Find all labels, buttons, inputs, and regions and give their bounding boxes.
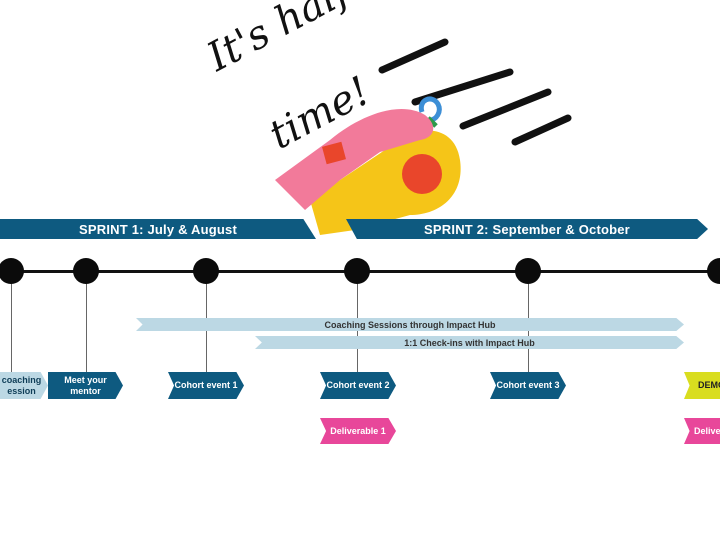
meet-mentor-line2: mentor: [70, 385, 101, 396]
timeline-dot-1: [0, 258, 24, 284]
coaching-session-line1: coaching: [1, 374, 42, 385]
cohort-event-1-label: Cohort event 1: [174, 380, 238, 390]
timeline-dot-5: [515, 258, 541, 284]
cohort-event-3-chevron: Cohort event 3: [490, 372, 566, 399]
coaching-sessions-label: Coaching Sessions through Impact Hub: [324, 319, 496, 330]
whistle-ring: [418, 96, 442, 123]
deliverable-2-label: Delive: [694, 425, 720, 436]
checkins-bar: 1:1 Check-ins with Impact Hub: [255, 336, 684, 349]
cohort-event-2-label: Cohort event 2: [326, 380, 390, 390]
connector-1: [11, 271, 12, 372]
coaching-session-chevron: coaching ession: [0, 372, 48, 399]
meet-mentor-line1: Meet your: [64, 374, 107, 385]
connector-2: [86, 271, 87, 372]
sprint1-label: SPRINT 1: July & August: [79, 221, 237, 237]
speed-line-4: [511, 114, 572, 146]
timeline-dot-6: [707, 258, 720, 284]
timeline-dot-3: [193, 258, 219, 284]
deliverable-1-chevron: Deliverable 1: [320, 418, 396, 444]
cohort-event-1-chevron: Cohort event 1: [168, 372, 244, 399]
sprint2-banner: SPRINT 2: September & October: [346, 219, 708, 239]
demo-chevron: DEMO: [684, 372, 720, 399]
cohort-event-3-label: Cohort event 3: [496, 380, 560, 390]
timeline-dot-4: [344, 258, 370, 284]
cohort-event-2-chevron: Cohort event 2: [320, 372, 396, 399]
meet-mentor-chevron: Meet your mentor: [48, 372, 123, 399]
whistle-circle: [402, 154, 442, 194]
checkins-label: 1:1 Check-ins with Impact Hub: [404, 337, 535, 348]
demo-label: DEMO: [698, 380, 720, 390]
sprint2-label: SPRINT 2: September & October: [424, 221, 630, 237]
whistle-body-pink: [275, 109, 434, 210]
sprint1-banner: SPRINT 1: July & August: [0, 219, 316, 239]
speed-line-1: [378, 38, 449, 74]
timeline-dot-2: [73, 258, 99, 284]
speed-line-3: [459, 88, 552, 130]
whistle-square: [322, 141, 346, 165]
coaching-session-line2: ession: [7, 385, 36, 396]
coaching-sessions-bar: Coaching Sessions through Impact Hub: [136, 318, 684, 331]
deliverable-2-chevron: Delive: [684, 418, 720, 444]
deliverable-1-label: Deliverable 1: [330, 425, 386, 436]
whistle-illustration: [275, 38, 572, 235]
